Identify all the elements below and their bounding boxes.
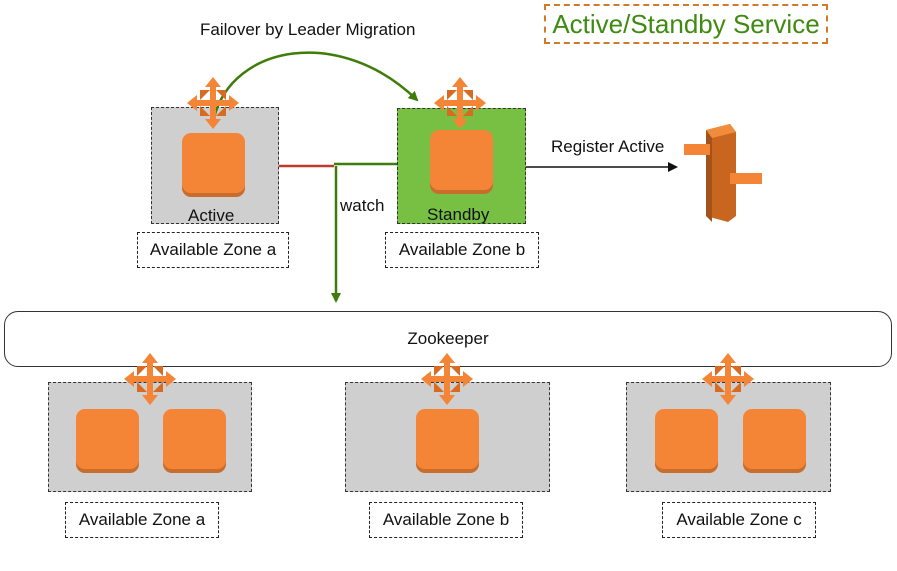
bottom-zone-c-node-1 (655, 409, 718, 473)
failover-arrow (212, 51, 419, 119)
bottom-zone-a-node-1 (76, 409, 139, 473)
bottom-zone-b-node (416, 409, 479, 473)
active-label: Active (188, 206, 235, 225)
standby-label: Standby (427, 205, 490, 224)
router-icon (684, 124, 762, 222)
bottom-zone-c-label: Available Zone c (662, 502, 816, 538)
zone-c-scale-arrows-icon (702, 353, 754, 405)
register-label: Register Active (551, 137, 665, 156)
bottom-zone-a-node-2 (163, 409, 226, 473)
standby-node (430, 130, 493, 194)
bottom-zone-a-label: Available Zone a (65, 502, 219, 538)
standby-scale-arrows-icon (434, 77, 486, 129)
bottom-zone-b-label: Available Zone b (369, 502, 523, 538)
top-zone-a-label: Available Zone a (137, 232, 289, 268)
zone-b-scale-arrows-icon (421, 353, 473, 405)
watch-label: watch (340, 196, 385, 215)
bottom-zone-c-node-2 (743, 409, 806, 473)
active-node (182, 133, 245, 197)
zone-a-scale-arrows-icon (124, 353, 176, 405)
top-zone-b-label: Available Zone b (385, 232, 539, 268)
failover-label: Failover by Leader Migration (200, 20, 416, 39)
diagram-title: Active/Standby Service (544, 4, 828, 44)
